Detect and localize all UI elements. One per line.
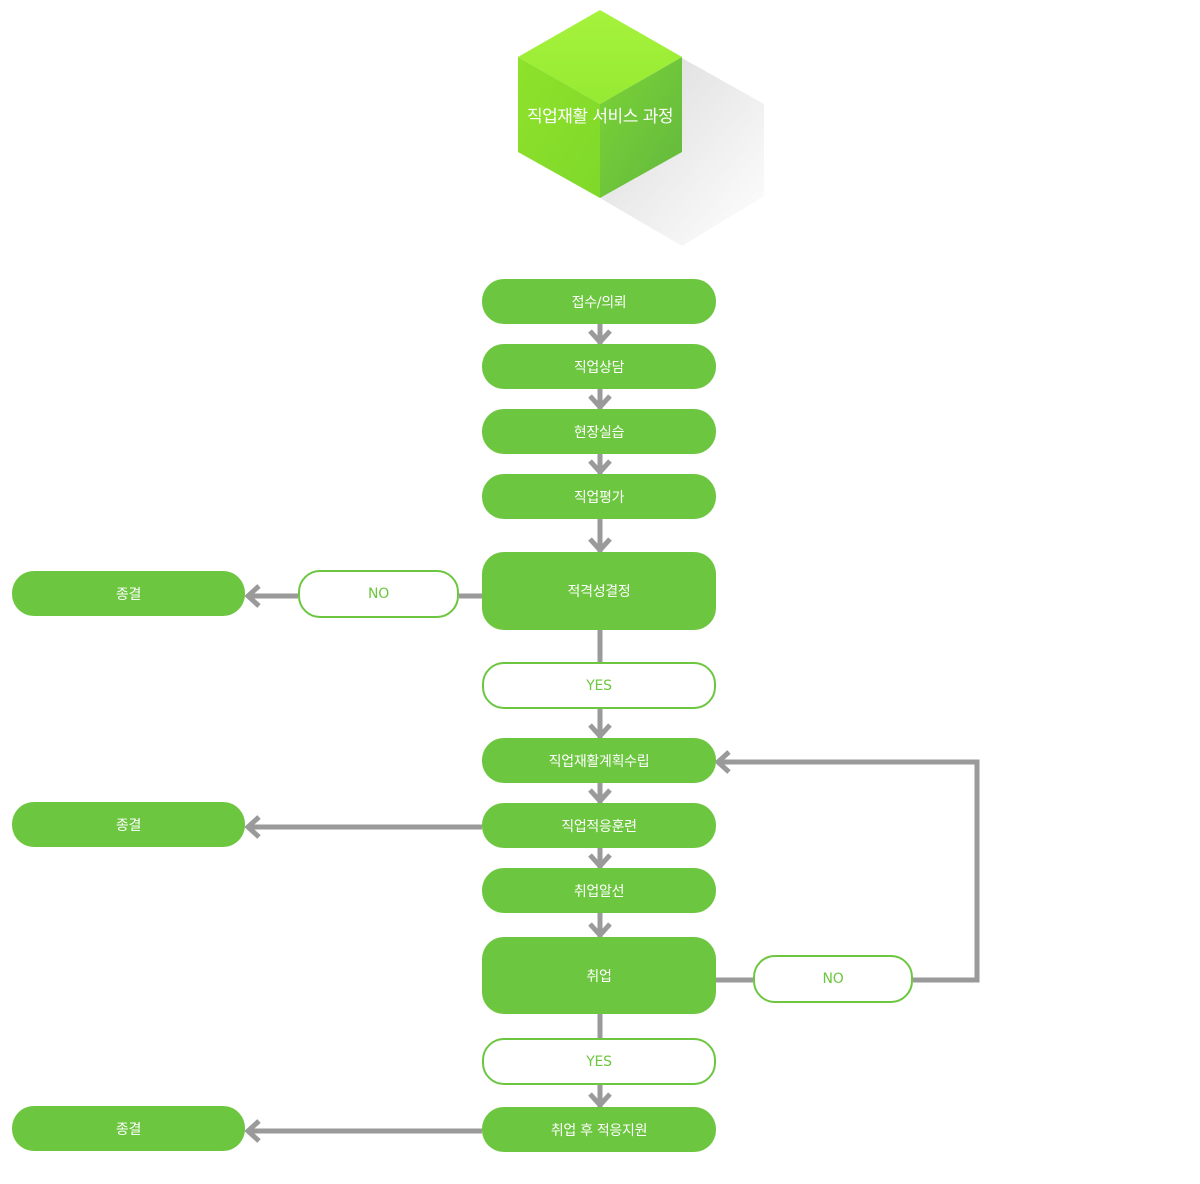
arrowhead-left xyxy=(244,815,261,839)
branch-eligibility-yes: YES xyxy=(482,662,716,709)
branch-eligibility-no: NO xyxy=(298,570,459,618)
arrowhead-down xyxy=(588,788,612,805)
step-adaptation-training: 직업적응훈련 xyxy=(482,803,716,848)
end-node-3: 종결 xyxy=(12,1106,245,1151)
arrowhead-left xyxy=(244,1119,261,1143)
diagram-title: 직업재활 서비스 과정 xyxy=(526,106,674,127)
end-node-2: 종결 xyxy=(12,802,245,847)
arrowhead-left xyxy=(244,584,261,608)
arrowhead-down xyxy=(588,329,612,346)
cube-right-face xyxy=(600,57,682,198)
step-employment: 취업 xyxy=(482,937,716,1014)
arrowhead-down xyxy=(588,853,612,870)
step-planning: 직업재활계획수립 xyxy=(482,738,716,783)
branch-employment-no: NO xyxy=(753,955,913,1003)
step-intake: 접수/의뢰 xyxy=(482,279,716,324)
step-eligibility-decision: 적격성결정 xyxy=(482,552,716,630)
arrowhead-down xyxy=(588,1092,612,1109)
arrowhead-down xyxy=(588,394,612,411)
arrowhead-down xyxy=(588,459,612,476)
cube-icon xyxy=(518,10,764,246)
connector-no-loop-back xyxy=(720,759,980,983)
end-node-1: 종결 xyxy=(12,571,245,616)
arrowhead-down xyxy=(588,922,612,939)
step-post-employment-support: 취업 후 적응지원 xyxy=(482,1107,716,1152)
branch-employment-yes: YES xyxy=(482,1038,716,1085)
arrowhead-down xyxy=(588,723,612,740)
arrowhead-left xyxy=(714,750,731,774)
connectors xyxy=(244,324,980,1143)
arrowhead-down xyxy=(588,537,612,554)
step-counseling: 직업상담 xyxy=(482,344,716,389)
step-evaluation: 직업평가 xyxy=(482,474,716,519)
step-field-practice: 현장실습 xyxy=(482,409,716,454)
step-job-placement: 취업알선 xyxy=(482,868,716,913)
cube-left-face xyxy=(518,57,600,198)
